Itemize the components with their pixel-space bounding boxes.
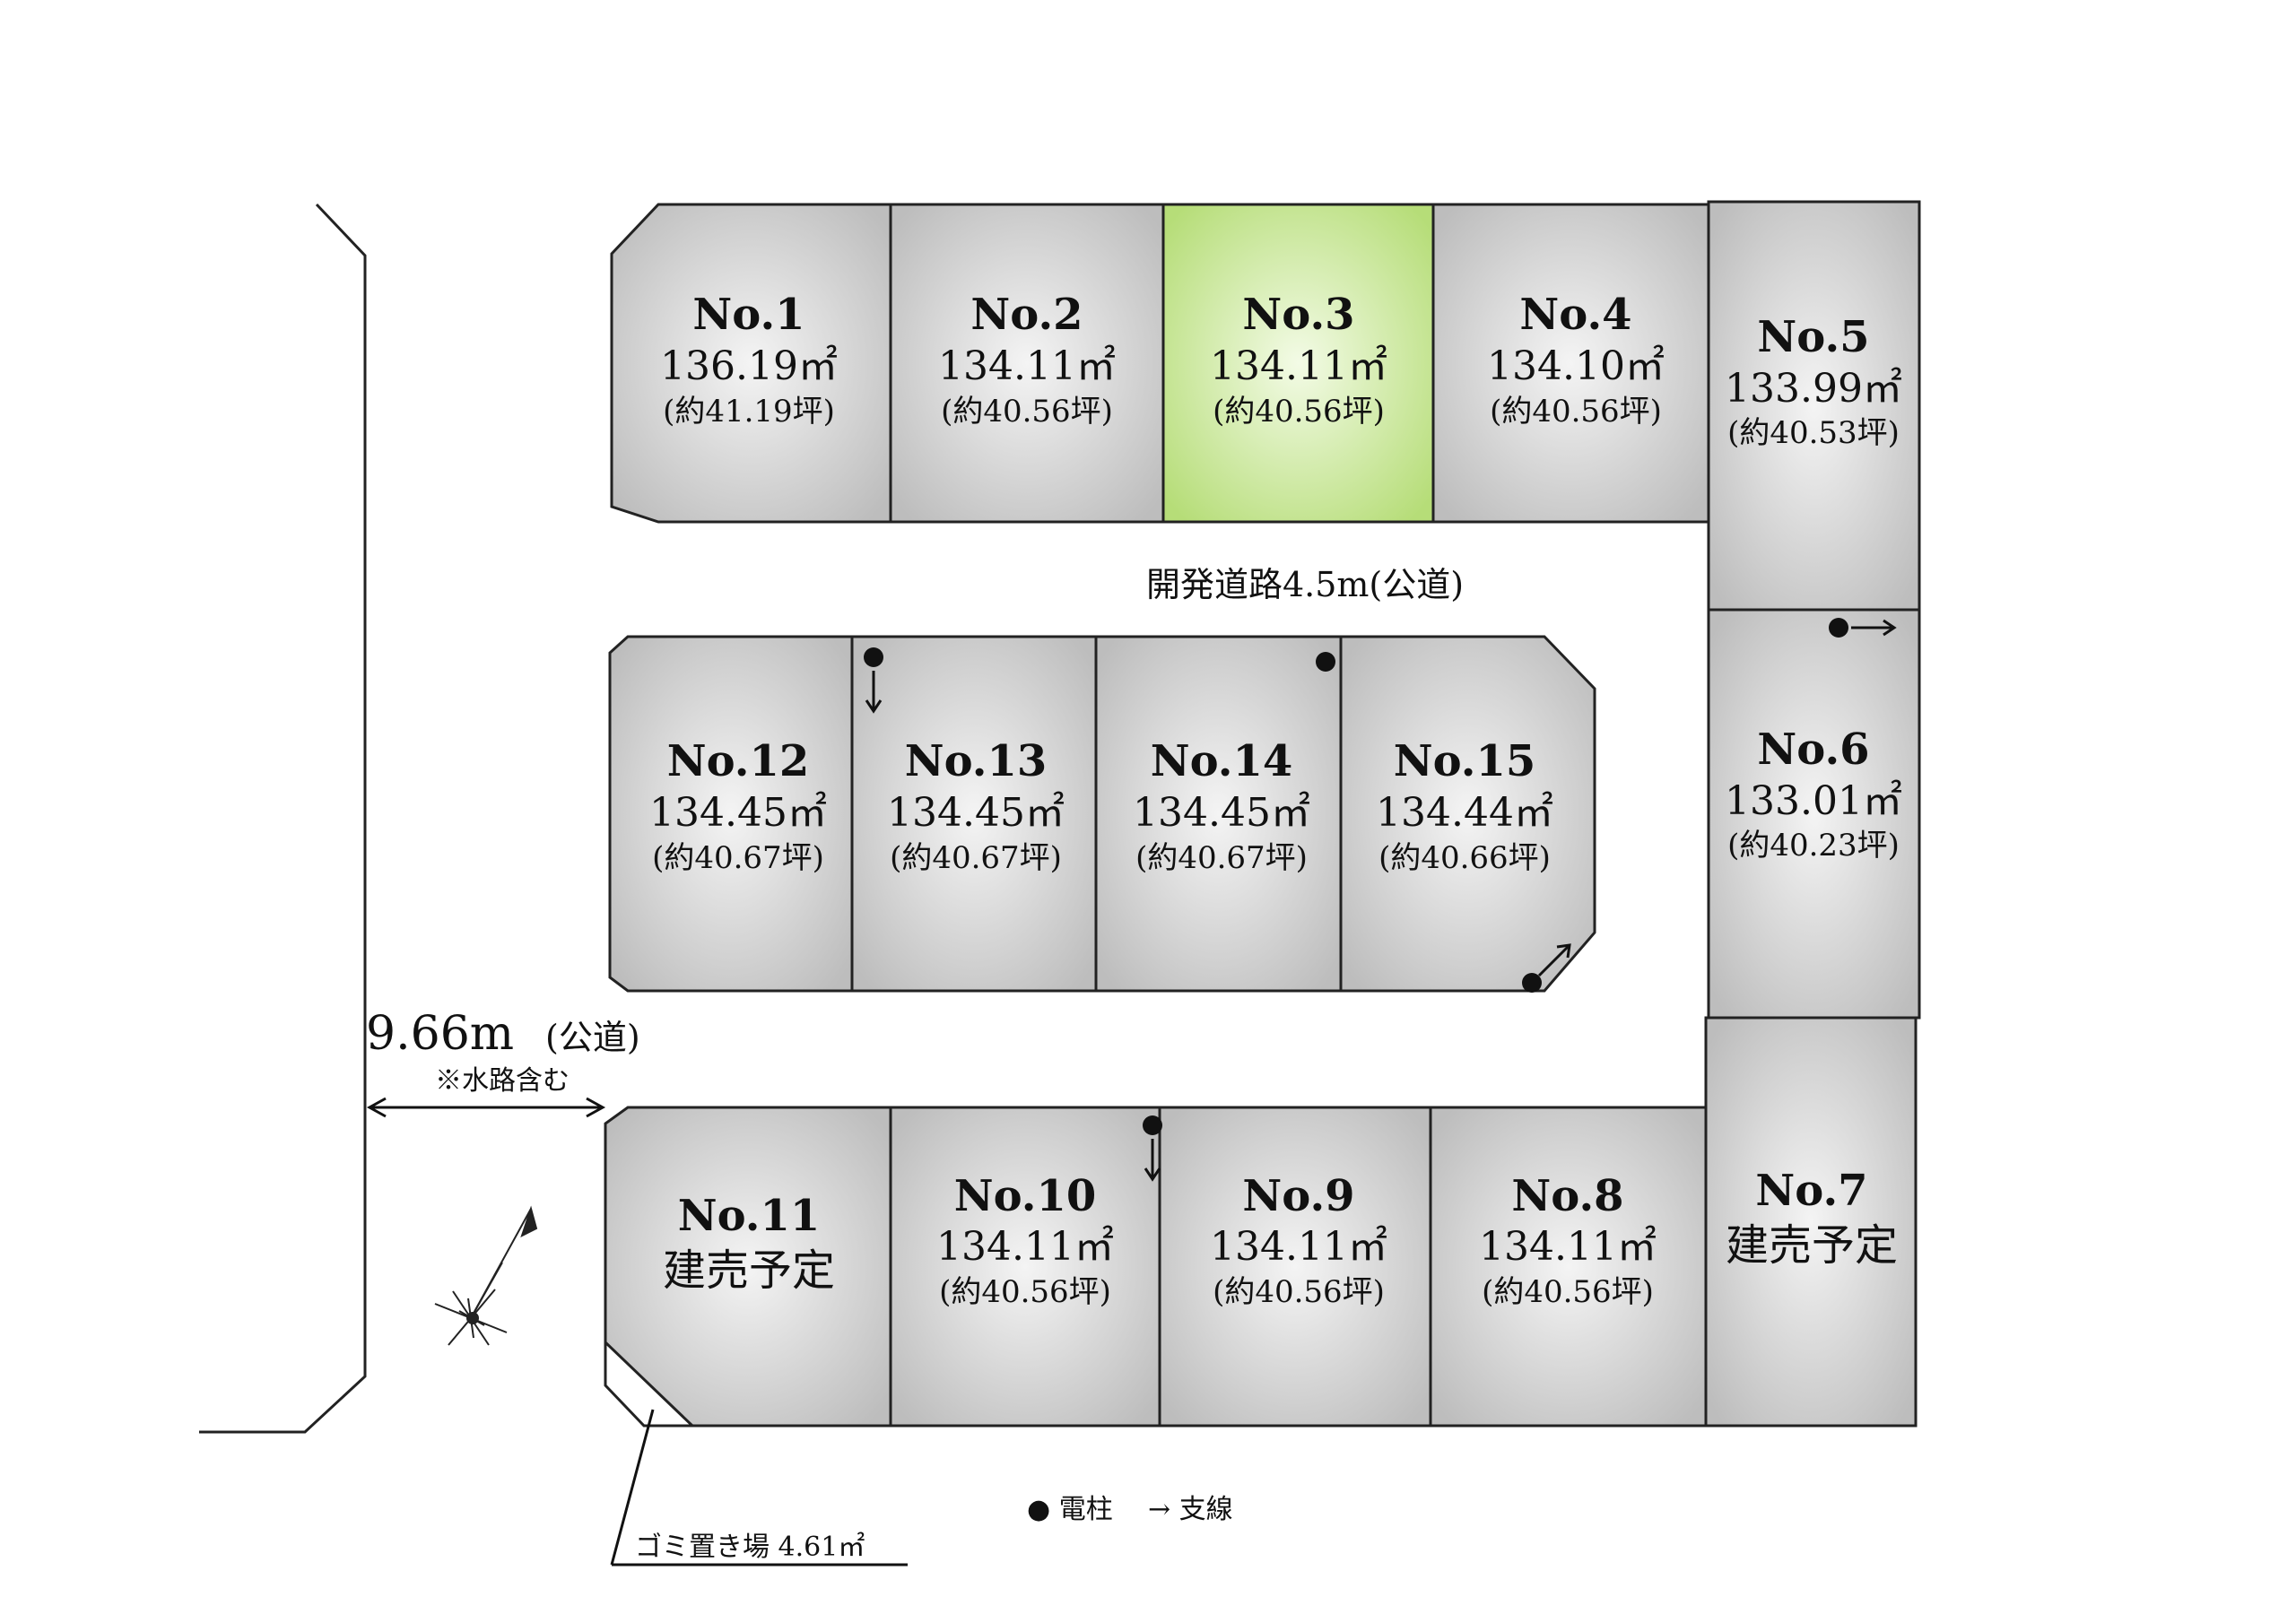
guy-wire-arrow-icon [1537, 943, 1571, 977]
lot-number: No.13 [905, 736, 1048, 786]
lot-plan: 建売予定 [1726, 1220, 1898, 1271]
lot-number: No.9 [1242, 1171, 1354, 1221]
lot-area: 136.19㎡ [660, 343, 838, 389]
lot-number: No.11 [678, 1191, 821, 1241]
guy-wire-arrow-icon [1851, 619, 1897, 637]
lot-number: No.4 [1519, 290, 1631, 340]
lot-10-label: No.10 134.11㎡ (約40.56坪) [936, 1171, 1114, 1310]
lot-11-label: No.11 建売予定 [663, 1191, 835, 1296]
lot-tsubo: (約41.19坪) [663, 394, 835, 430]
lot-6-parcel[interactable] [1707, 608, 1921, 1020]
lot-number: No.3 [1242, 290, 1354, 340]
utility-pole-icon [1522, 973, 1542, 993]
garbage-callout [610, 1409, 908, 1567]
lot-number: No.14 [1151, 736, 1293, 786]
lot-number: No.12 [667, 736, 810, 786]
garbage-area-label: ゴミ置き場 4.61㎡ [635, 1532, 865, 1563]
lot-area: 134.45㎡ [649, 790, 827, 836]
public-road-boundary [199, 203, 367, 1434]
lot-7-label: No.7 建売予定 [1726, 1166, 1898, 1271]
lot-12-label: No.12 134.45㎡ (約40.67坪) [649, 736, 827, 876]
lot-area: 134.45㎡ [887, 790, 1065, 836]
guy-wire-arrow-icon [1144, 1139, 1161, 1182]
lot-tsubo: (約40.53坪) [1727, 415, 1900, 451]
garbage-area [604, 1339, 696, 1428]
development-road-label: 開発道路4.5m(公道) [1146, 565, 1464, 604]
lot-plan: 建売予定 [663, 1245, 835, 1296]
public-road-type: (公道) [545, 1018, 640, 1057]
lot-1-label: No.1 136.19㎡ (約41.19坪) [660, 290, 838, 430]
lot-area: 133.01㎡ [1725, 778, 1902, 824]
lot-15-label: No.15 134.44㎡ (約40.66坪) [1376, 736, 1553, 876]
lot-area: 133.99㎡ [1725, 366, 1902, 412]
lot-area: 134.11㎡ [1479, 1224, 1657, 1270]
lot-tsubo: (約40.56坪) [1213, 394, 1385, 430]
lot-tsubo: (約40.23坪) [1727, 828, 1900, 864]
lot-5-label: No.5 133.99㎡ (約40.53坪) [1725, 312, 1902, 451]
lot-14-label: No.14 134.45㎡ (約40.67坪) [1133, 736, 1310, 876]
lot-number: No.1 [692, 290, 804, 340]
lot-tsubo: (約40.56坪) [1482, 1274, 1654, 1310]
legend: ● 電柱 → 支線 [1027, 1494, 1233, 1525]
lot-number: No.2 [970, 290, 1083, 340]
north-arrow-icon [434, 1205, 538, 1346]
public-road-note: ※水路含む [435, 1065, 570, 1097]
lot-number: No.8 [1511, 1171, 1623, 1221]
lot-number: No.6 [1757, 725, 1869, 775]
lot-2-label: No.2 134.11㎡ (約40.56坪) [938, 290, 1116, 430]
utility-pole-icon [1143, 1115, 1162, 1135]
utility-pole-icon [864, 647, 883, 667]
lot-tsubo: (約40.67坪) [652, 840, 824, 876]
lot-area: 134.11㎡ [1210, 1224, 1387, 1270]
utility-pole-icon [1316, 652, 1335, 672]
utility-pole-icon [1829, 618, 1848, 638]
lot-number: No.10 [954, 1171, 1097, 1221]
lot-number: No.15 [1394, 736, 1536, 786]
lot-area: 134.44㎡ [1376, 790, 1553, 836]
guy-wire-arrow-icon [865, 671, 883, 714]
lot-8-label: No.8 134.11㎡ (約40.56坪) [1479, 1171, 1657, 1310]
lot-tsubo: (約40.56坪) [941, 394, 1113, 430]
public-road-width: 9.66m [366, 1007, 514, 1061]
lot-6-label: No.6 133.01㎡ (約40.23坪) [1725, 725, 1902, 864]
lot-tsubo: (約40.67坪) [1135, 840, 1308, 876]
legend-pole: ● 電柱 [1027, 1494, 1113, 1525]
lot-number: No.5 [1757, 312, 1869, 362]
lot-area: 134.11㎡ [1210, 343, 1387, 389]
road-width-dimension [366, 1097, 606, 1118]
lot-number: No.7 [1755, 1166, 1867, 1216]
lot-area: 134.10㎡ [1487, 343, 1665, 389]
lot-area: 134.45㎡ [1133, 790, 1310, 836]
lot-area: 134.11㎡ [936, 1224, 1114, 1270]
lot-tsubo: (約40.66坪) [1378, 840, 1551, 876]
lot-area: 134.11㎡ [938, 343, 1116, 389]
utility-markers [864, 618, 1897, 1182]
lot-tsubo: (約40.56坪) [1490, 394, 1662, 430]
lot-15-parcel[interactable] [1339, 635, 1596, 993]
lot-tsubo: (約40.67坪) [890, 840, 1062, 876]
lot-13-label: No.13 134.45㎡ (約40.67坪) [887, 736, 1065, 876]
lot-tsubo: (約40.56坪) [1213, 1274, 1385, 1310]
lot-4-label: No.4 134.10㎡ (約40.56坪) [1487, 290, 1665, 430]
lot-3-label: No.3 134.11㎡ (約40.56坪) [1210, 290, 1387, 430]
lot-tsubo: (約40.56坪) [939, 1274, 1111, 1310]
lot-9-label: No.9 134.11㎡ (約40.56坪) [1210, 1171, 1387, 1310]
legend-guy-wire: → 支線 [1148, 1494, 1233, 1525]
